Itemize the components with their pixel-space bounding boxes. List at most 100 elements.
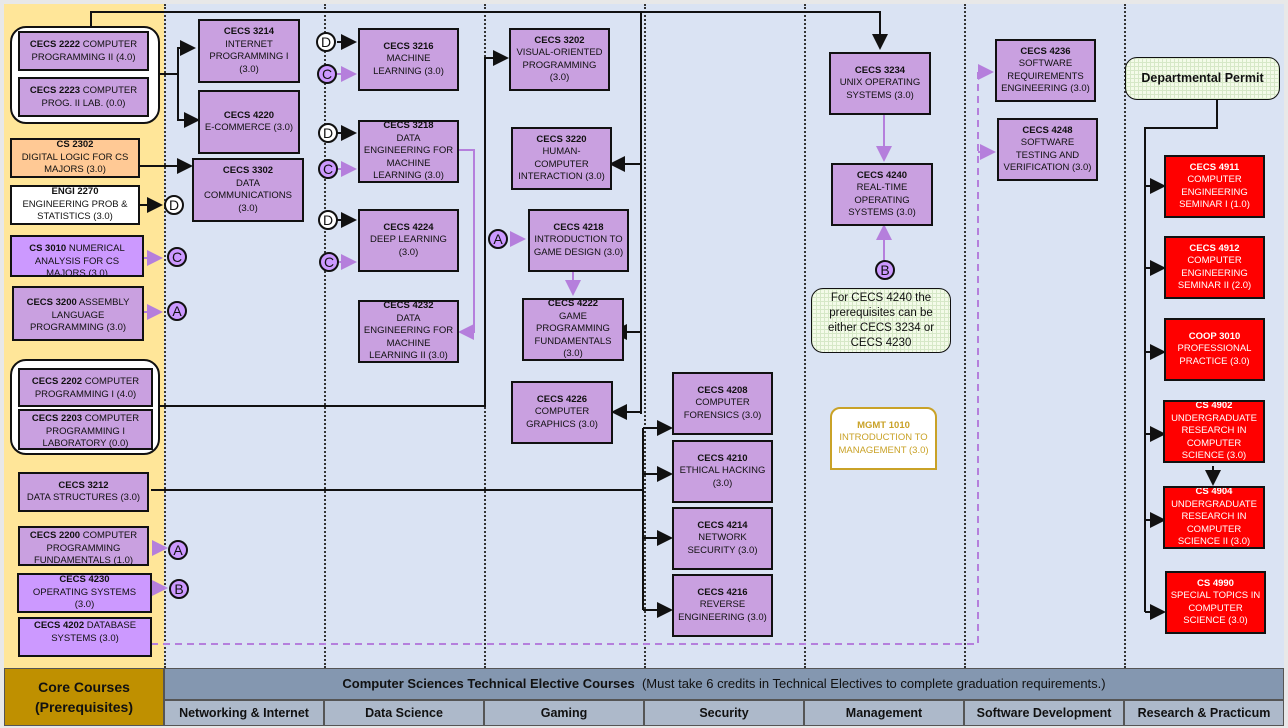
electives-title: Computer Sciences Technical Elective Cou… [342,676,635,691]
course-code: CECS 3212 [58,479,109,491]
course-title: HUMAN-COMPUTER INTERACTION (3.0) [518,146,605,182]
column-divider [804,4,806,668]
arrow-2222-to-4220 [177,74,200,128]
column-divider [964,4,966,668]
course-code: CECS 4208 [697,384,748,396]
course-title: ETHICAL HACKING (3.0) [679,465,766,489]
course-title: UNIX OPERATING SYSTEMS (3.0) [839,77,921,101]
connector-d: D [164,195,184,215]
course-title: COMPUTER PROGRAMMING II (4.0) [31,39,138,63]
course-cecs-2200[interactable]: CECS 2200 COMPUTER PROGRAMMING FUNDAMENT… [18,526,149,566]
course-cecs-2202[interactable]: CECS 2202 COMPUTER PROGRAMMING I (4.0) [18,368,153,407]
course-code: CECS 4232 [383,300,434,312]
category-software-development: Software Development [964,700,1124,726]
course-code: ENGI 2270 [51,186,99,198]
core-label-line1: Core Courses [38,679,130,695]
course-code: CECS 2202 [31,376,83,387]
course-code: CECS 4911 [1189,161,1240,173]
course-code: CECS 4236 [1020,45,1071,57]
course-code: CECS 2223 [29,85,81,96]
course-code: CECS 4216 [697,586,748,598]
course-code: CECS 2200 [29,530,81,541]
course-cecs-2203[interactable]: CECS 2203 COMPUTER PROGRAMMING I LABORAT… [18,409,153,450]
column-divider [324,4,326,668]
course-title: DIGITAL LOGIC FOR CS MAJORS (3.0) [21,151,129,176]
connector-a: A [167,301,187,321]
course-title: COMPUTER PROGRAMMING I (4.0) [34,376,140,400]
course-title: INTRODUCTION TO MANAGEMENT (3.0) [838,432,929,456]
course-code: CECS 4226 [536,393,588,405]
course-code: CECS 3218 [383,120,434,132]
course-cecs-2223[interactable]: CECS 2223 COMPUTER PROG. II LAB. (0.0) [18,77,149,117]
course-title: ENGINEERING PROB & STATISTICS (3.0) [22,198,128,223]
course-title: SPECIAL TOPICS IN COMPUTER SCIENCE (3.0) [1170,590,1261,626]
course-title: GAME PROGRAMMING FUNDAMENTALS (3.0) [534,310,612,360]
category-gaming: Gaming [484,700,644,726]
course-code: CECS 3200 [26,297,77,308]
course-title: DATA STRUCTURES (3.0) [26,492,141,503]
course-code: CECS 4220 [223,109,275,121]
course-title: COMPUTER PROGRAMMING I LABORATORY (0.0) [42,413,140,449]
course-title: REAL-TIME OPERATING SYSTEMS (3.0) [848,182,916,218]
connector-b: B [875,260,895,280]
category-research-practicum: Research & Practicum [1124,700,1284,726]
course-title: INTRODUCTION TO GAME DESIGN (3.0) [533,234,624,258]
course-cecs-3200[interactable]: CECS 3200 ASSEMBLY LANGUAGE PROGRAMMING … [12,286,144,341]
curriculum-flowchart: CECS 2222 COMPUTER PROGRAMMING II (4.0) … [4,4,1284,726]
course-code: CS 4904 [1195,486,1233,498]
course-code: CS 4990 [1197,577,1234,589]
course-title: ASSEMBLY LANGUAGE PROGRAMMING (3.0) [29,297,130,333]
course-code: MGMT 1010 [857,419,910,431]
course-code: CECS 4222 [547,298,599,310]
course-title: COMPUTER GRAPHICS (3.0) [526,406,598,430]
connector-c: C [167,247,187,267]
electives-title-bar: Computer Sciences Technical Elective Cou… [164,668,1284,700]
column-divider [644,4,646,668]
course-code: CECS 4912 [1189,242,1240,254]
course-cecs-2222[interactable]: CECS 2222 COMPUTER PROGRAMMING II (4.0) [18,31,149,71]
course-code: CECS 3234 [854,64,906,76]
course-title: NUMERICAL ANALYSIS FOR CS MAJORS (3.0) [34,243,125,277]
course-code: CECS 3214 [223,26,275,37]
course-title: MACHINE LEARNING (3.0) [373,53,444,77]
course-code: CECS 3216 [383,40,434,52]
course-title: OPERATING SYSTEMS (3.0) [32,586,137,611]
course-title: INTERNET PROGRAMMING I (3.0) [209,38,289,75]
course-cs-3010[interactable]: CS 3010 NUMERICAL ANALYSIS FOR CS MAJORS… [10,235,144,277]
course-title: COMPUTER PROG. II LAB. (0.0) [41,85,138,109]
course-title: COMPUTER PROGRAMMING FUNDAMENTALS (1.0) [33,530,138,566]
course-cecs-4202[interactable]: CECS 4202 DATABASE SYSTEMS (3.0) [18,617,152,657]
course-code: CECS 2203 [31,413,83,424]
